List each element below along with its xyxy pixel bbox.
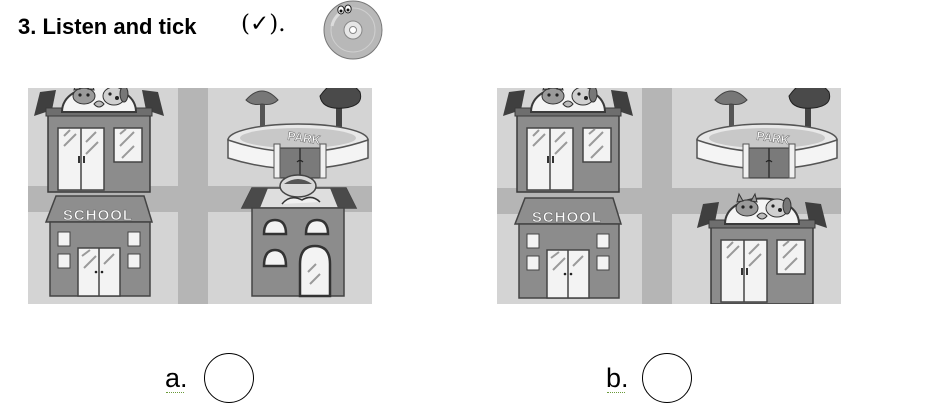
school-building — [514, 197, 622, 299]
question-title: 3. Listen and tick — [18, 14, 197, 39]
scene-a-picture — [28, 88, 372, 304]
option-b-tick-circle[interactable] — [642, 353, 692, 403]
cd-disc-icon[interactable] — [318, 0, 388, 60]
tick-symbol: (✓). — [241, 11, 286, 37]
option-a-label: a. — [165, 363, 188, 394]
pet-shop-building-2 — [696, 193, 828, 304]
option-a-tick-circle[interactable] — [204, 353, 254, 403]
scene-b-picture — [497, 88, 841, 304]
cafe-building — [240, 173, 358, 298]
option-b-text: b. — [606, 363, 629, 393]
option-b-label: b. — [606, 363, 629, 394]
option-a-text: a. — [165, 363, 188, 393]
school-building — [45, 195, 153, 297]
